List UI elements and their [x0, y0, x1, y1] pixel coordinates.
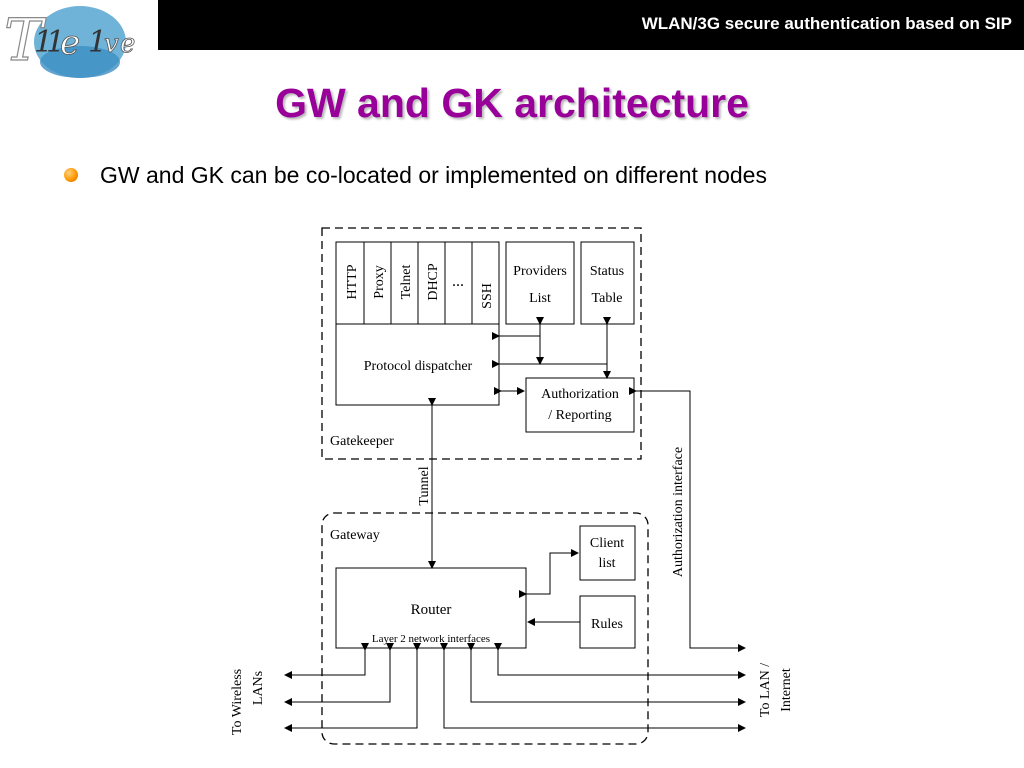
svg-text:1: 1 [88, 25, 107, 60]
protocol-http: HTTP [345, 264, 360, 299]
slide-title: GW and GK architecture [275, 80, 749, 126]
client-list-line2: list [598, 556, 615, 571]
gatekeeper-box [321, 227, 642, 460]
to-wireless-line2: LANs [251, 671, 266, 705]
authorization-interface-label: Authorization interface [671, 447, 686, 577]
svg-text:e: e [120, 29, 135, 59]
to-wireless-line1: To Wireless [230, 669, 245, 735]
router-label: Router [411, 602, 452, 618]
rules-label: Rules [591, 617, 623, 632]
status-table-line1: Status [590, 264, 624, 279]
tunnel-label: Tunnel [417, 466, 432, 505]
authorization-reporting-line1: Authorization [541, 387, 619, 402]
to-lan-line2: Internet [779, 668, 794, 712]
svg-text:T: T [4, 6, 47, 74]
providers-list-line2: List [529, 291, 551, 306]
svg-text:v: v [104, 29, 119, 59]
gateway-label: Gateway [330, 528, 380, 543]
protocol-dispatcher-label: Protocol dispatcher [364, 359, 473, 374]
protocol-telnet: Telnet [399, 264, 414, 299]
svg-text:e: e [60, 23, 80, 63]
protocol-proxy: Proxy [372, 265, 387, 298]
bullet-dot-icon [64, 168, 78, 182]
protocol-ssh: SSH [480, 283, 495, 309]
svg-text:1: 1 [46, 25, 65, 60]
twelve-logo: T 1 1 e 1 v e [0, 0, 158, 82]
layer2-label: Layer 2 network interfaces [372, 633, 490, 645]
providers-list-box [505, 241, 575, 325]
svg-text:1: 1 [34, 25, 53, 60]
client-list-box [579, 525, 636, 581]
gatekeeper-label: Gatekeeper [330, 434, 394, 449]
authorization-interface-line [629, 387, 746, 652]
status-table-box [580, 241, 635, 325]
header-title: WLAN/3G secure authentication based on S… [641, 14, 1012, 33]
gateway-box [321, 512, 649, 745]
bullet-text: GW and GK can be co-located or implement… [100, 162, 767, 188]
status-table-line2: Table [592, 291, 623, 306]
client-list-line1: Client [590, 536, 624, 551]
providers-list-line1: Providers [513, 264, 567, 279]
protocol-ellipsis: ... [452, 273, 464, 290]
protocol-dhcp: DHCP [426, 263, 441, 301]
header-bar: WLAN/3G secure authentication based on S… [150, 0, 1024, 50]
authorization-reporting-line2: / Reporting [548, 408, 611, 423]
to-lan-line1: To LAN / [758, 663, 773, 717]
router-box [335, 567, 527, 649]
